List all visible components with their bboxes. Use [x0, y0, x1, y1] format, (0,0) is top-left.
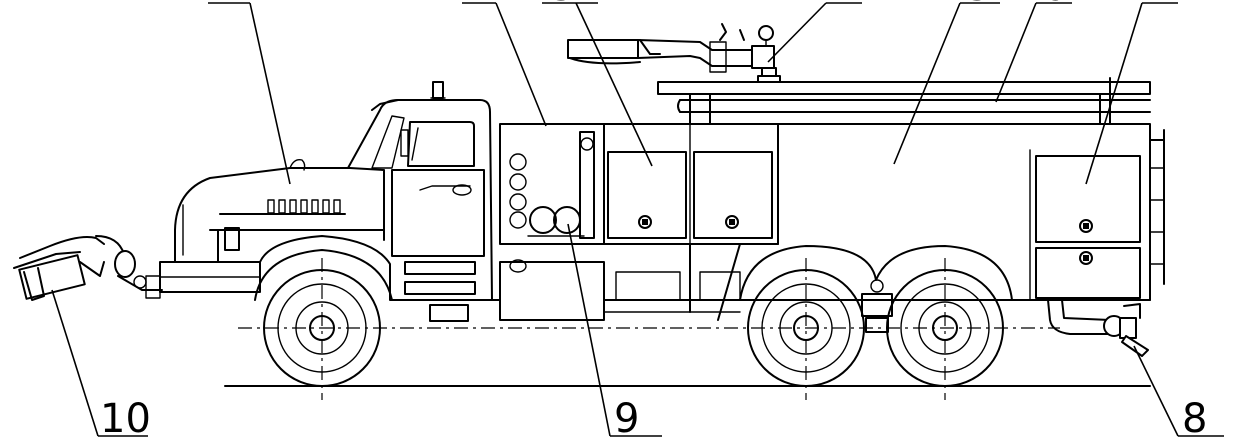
cab	[347, 81, 493, 301]
callout-2: 2	[466, 0, 491, 10]
callout-3: 3	[550, 0, 575, 10]
front-nozzle	[13, 235, 163, 301]
callout-5: 5	[966, 0, 991, 10]
callout-labels: 1 2 3 4 5 6 7 8 9 10	[100, 0, 1207, 442]
callout-8: 8	[1182, 396, 1207, 442]
callout-9: 9	[614, 396, 639, 442]
leader-lines	[51, 2, 1224, 437]
middle-wheel	[747, 258, 865, 400]
callout-4: 4	[832, 0, 857, 10]
callout-6: 6	[1042, 0, 1067, 10]
roof-monitor	[567, 23, 781, 83]
callout-10: 10	[100, 396, 151, 442]
rear-wheel	[886, 258, 1004, 400]
roof-ladder	[657, 77, 1151, 125]
callout-1: 1	[216, 0, 241, 10]
chassis-frame	[499, 243, 1151, 333]
callout-7: 7	[1148, 0, 1173, 10]
cab-step-box	[429, 304, 469, 322]
hood	[159, 158, 501, 301]
body-front-compartment	[499, 123, 605, 245]
tank-body	[603, 123, 1165, 301]
front-wheel-arch	[254, 249, 393, 301]
rear-nozzle	[1047, 299, 1149, 357]
front-wheel	[263, 258, 381, 400]
